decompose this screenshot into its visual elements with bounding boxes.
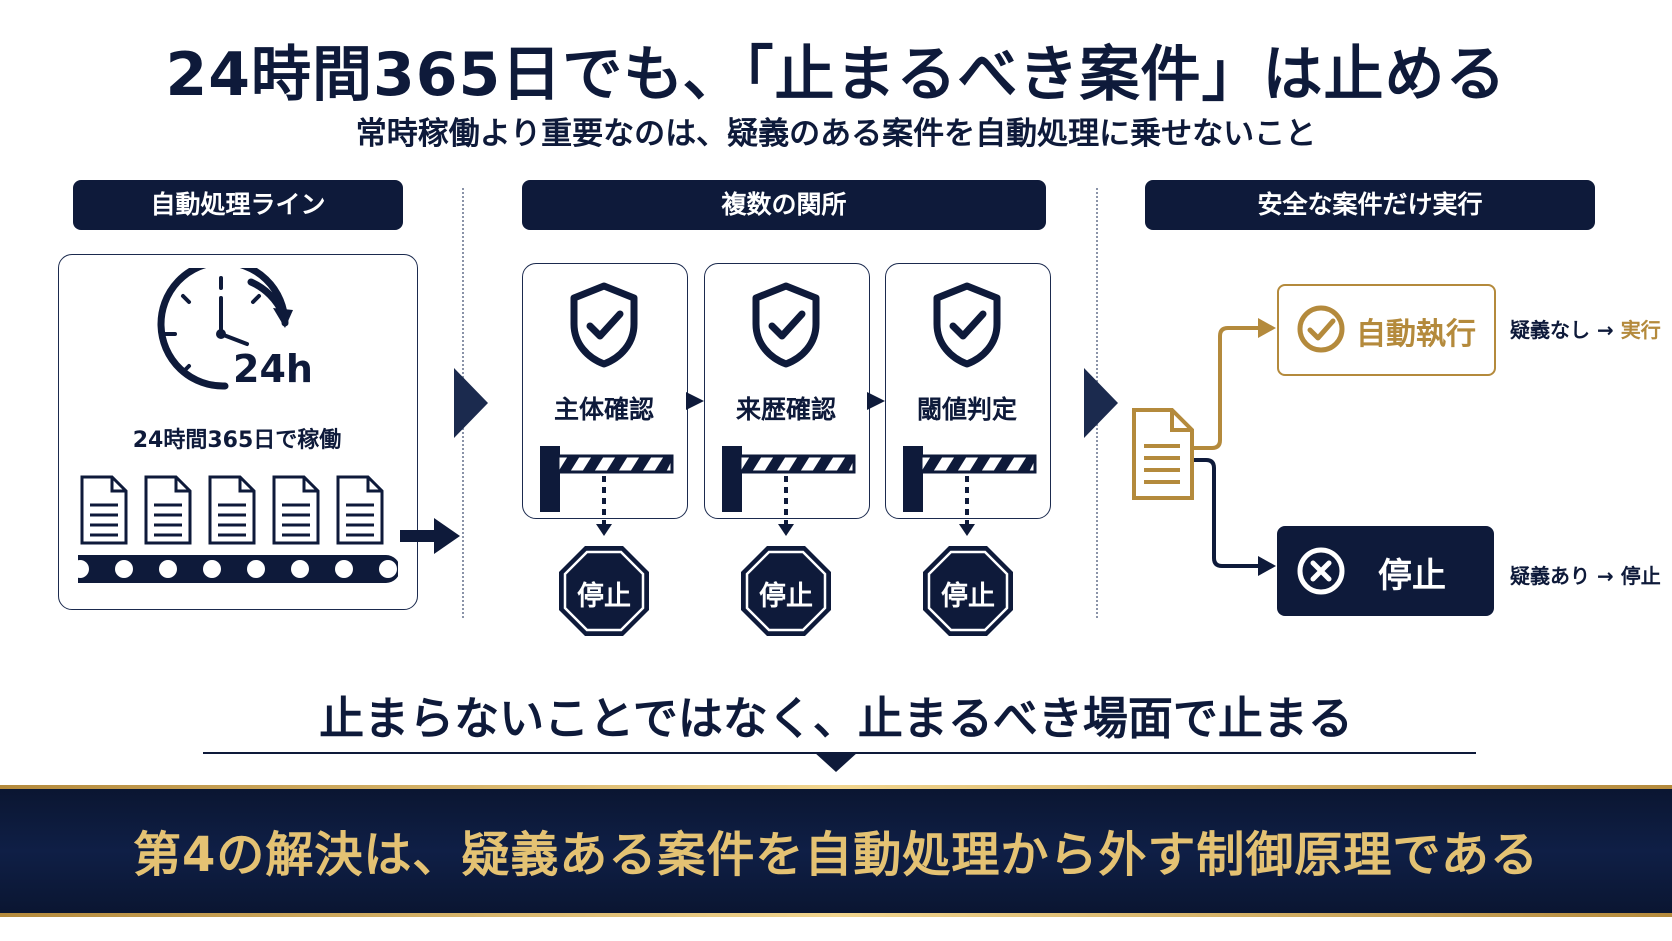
stop-box (1277, 526, 1494, 616)
check-circle-icon (1297, 305, 1345, 353)
document-conveyor (78, 475, 398, 583)
barrier-gate-icon (540, 446, 674, 536)
clock-icon (157, 268, 293, 390)
stop-sign-label: 停止 (577, 581, 631, 612)
stop-sign-icon (741, 546, 831, 636)
branch-lines (1132, 318, 1276, 576)
section-header-checkpoints: 複数の関所 (522, 180, 1046, 230)
bottom-message: 止まらないことではなく、止まるべき場面で止まる (319, 692, 1353, 745)
chevron-right-icon (454, 368, 488, 438)
execute-note-condition: 疑義なし (1510, 318, 1590, 342)
stop-sign-label: 停止 (759, 581, 813, 612)
auto-execute-label: 自動執行 (1356, 317, 1476, 352)
execute-note-result: 実行 (1620, 318, 1661, 342)
stop-box-label: 停止 (1378, 556, 1446, 596)
banner-bottom-edge (0, 913, 1672, 917)
gate-label-provenance: 来歴確認 (735, 395, 836, 424)
execute-note: 疑義なし → 実行 (1510, 314, 1661, 343)
stop-sign-icon (559, 546, 649, 636)
conclusion-text: 第4の解決は、疑義ある案件を自動処理から外す制御原理である (133, 827, 1539, 883)
gate-label-threshold: 閾値判定 (916, 395, 1017, 424)
stop-note-condition: 疑義あり (1510, 564, 1590, 588)
page-subtitle: 常時稼働より重要なのは、疑義のある案件を自動処理に乗せないこと (355, 116, 1317, 152)
document-icon (80, 475, 384, 545)
stop-note-result: 停止 (1620, 564, 1661, 588)
stop-sign-label: 停止 (941, 581, 995, 612)
barrier-gate-icon (903, 446, 1037, 536)
down-pointer-icon (814, 752, 858, 772)
section-header-auto-line: 自動処理ライン (73, 180, 403, 230)
stop-sign-icon (923, 546, 1013, 636)
stop-note: 疑義あり → 停止 (1510, 560, 1661, 589)
stop-note-arrow: → (1596, 564, 1614, 588)
conclusion-banner (0, 785, 1672, 917)
auto-execute-box (1277, 284, 1496, 376)
gate-label-identity: 主体確認 (553, 395, 654, 424)
small-arrow-icon (686, 392, 704, 410)
auto-line-card (58, 254, 418, 610)
conveyor-icon (78, 555, 398, 583)
clock-24h-label: 24h (233, 347, 313, 391)
banner-top-edge (0, 785, 1672, 789)
shield-check-icon (570, 282, 638, 368)
section-header-safe-execute: 安全な案件だけ実行 (1145, 180, 1595, 230)
document-icon (1132, 408, 1194, 500)
auto-line-caption: 24時間365日で稼働 (132, 428, 342, 453)
barrier-gate-icon (722, 446, 856, 536)
flow-arrow-icon (400, 518, 460, 554)
execute-note-arrow: → (1596, 318, 1614, 342)
x-circle-icon (1297, 547, 1345, 595)
chevron-right-icon (1084, 368, 1118, 438)
shield-check-icon (752, 282, 820, 368)
page-title: 24時間365日でも、「止まるべき案件」は止める (165, 40, 1507, 110)
small-arrow-icon (867, 392, 885, 410)
shield-check-icon (933, 282, 1001, 368)
